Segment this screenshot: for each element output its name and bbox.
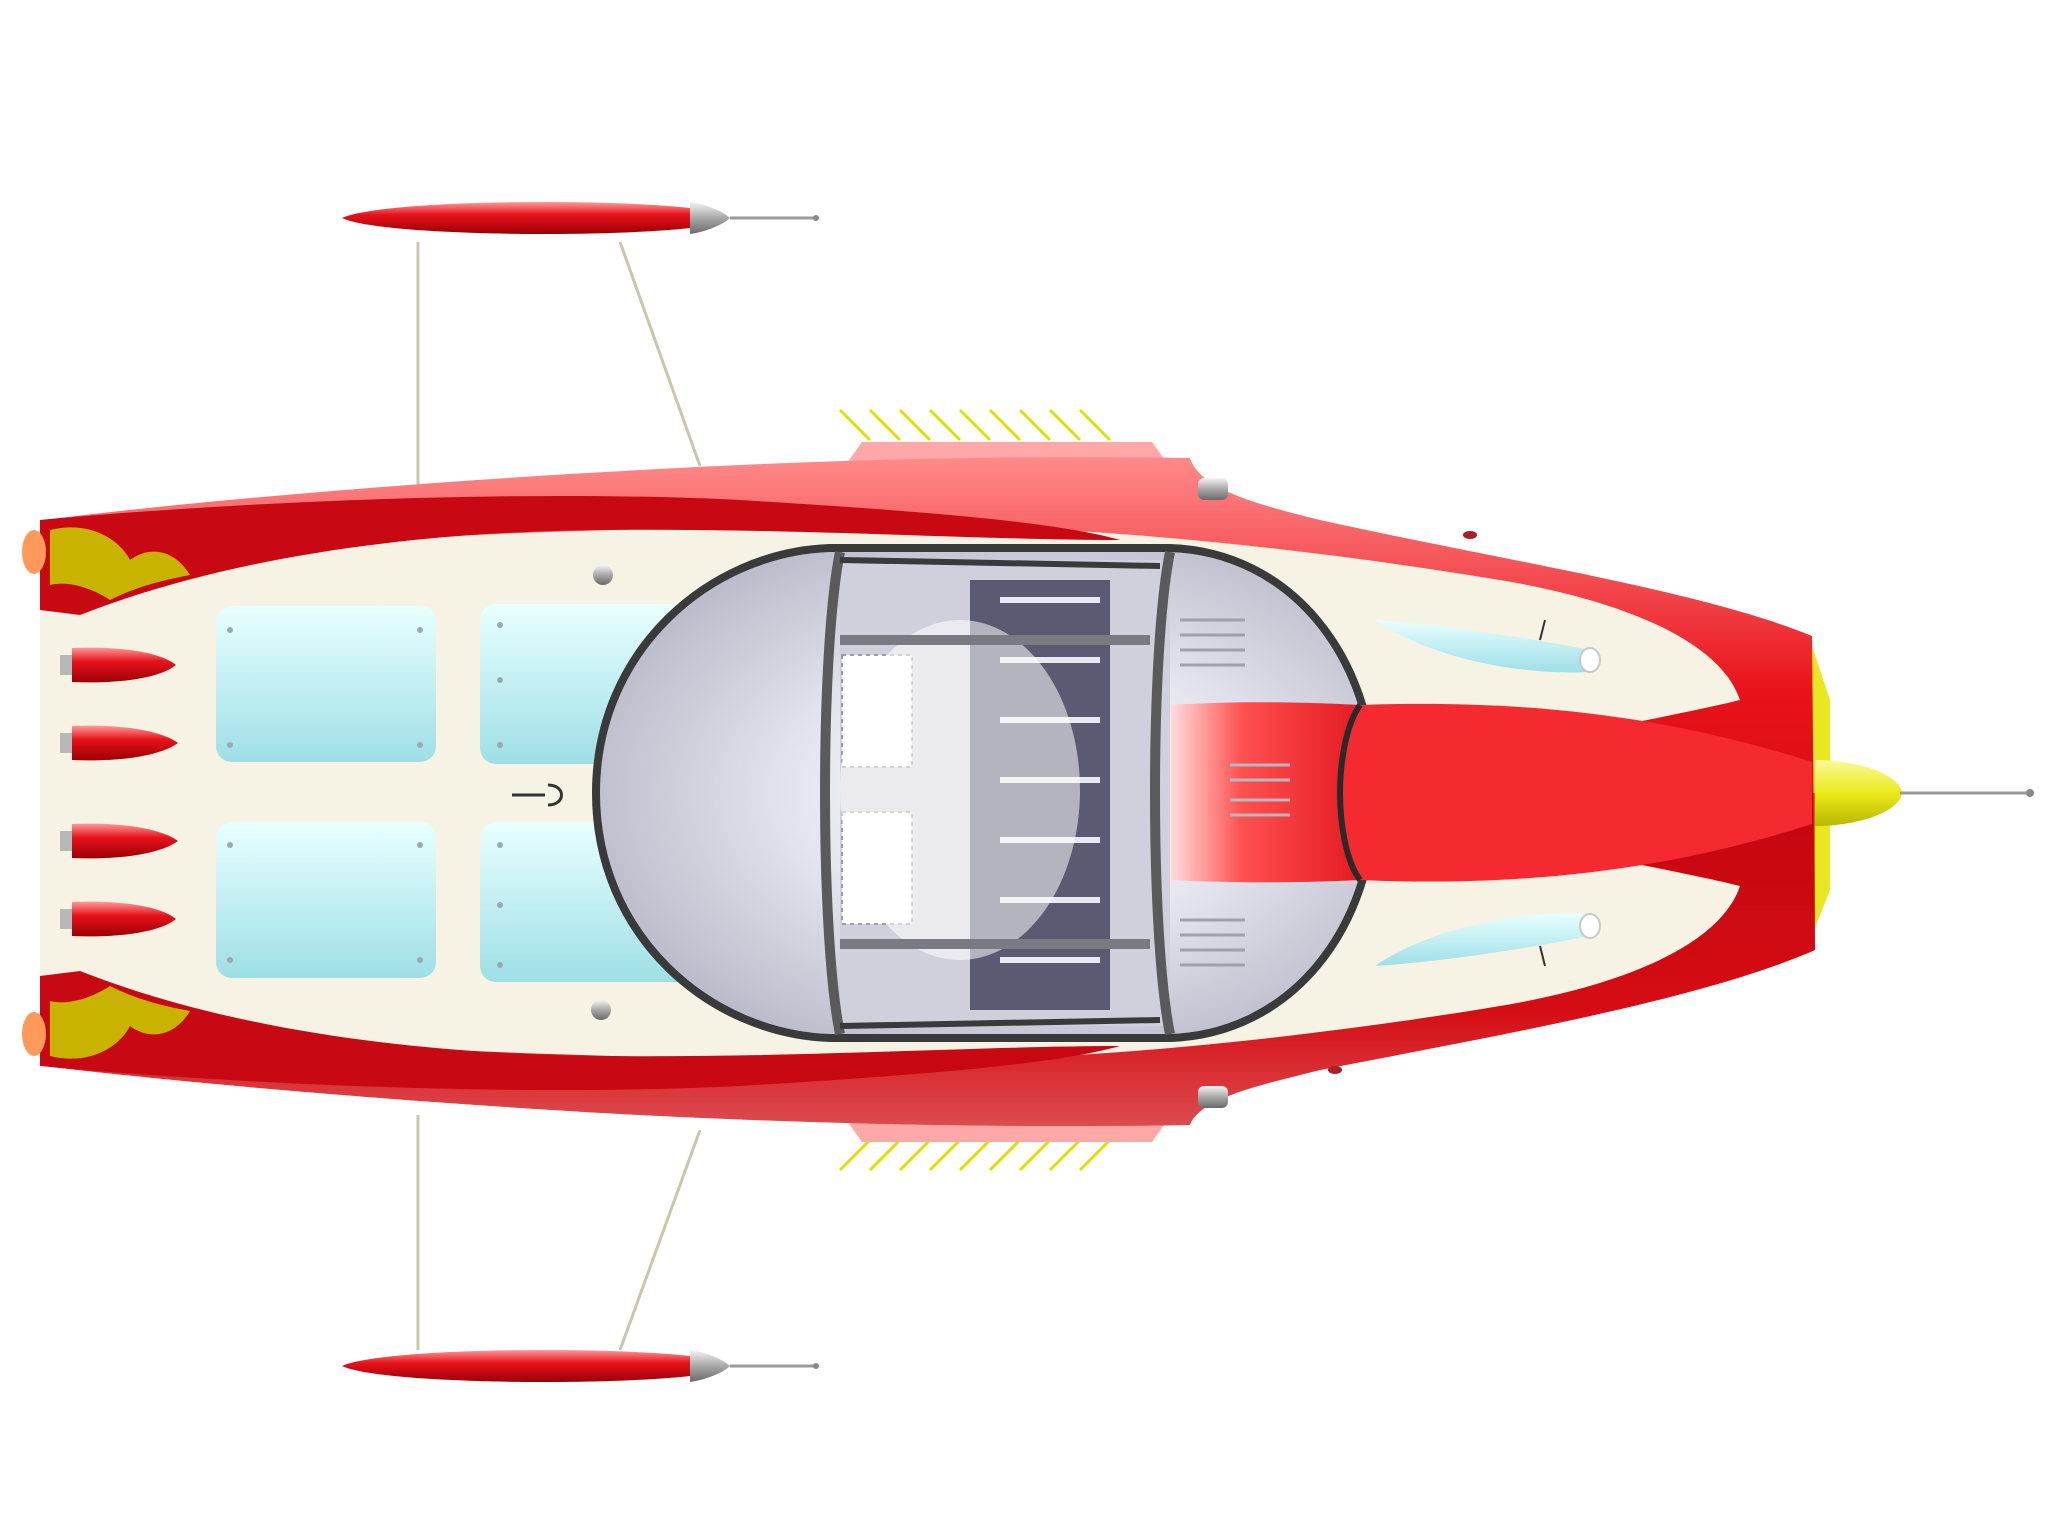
- flame-accent-bottom: [22, 986, 190, 1059]
- deck-knob-bottom: [591, 1000, 611, 1020]
- vent-lines-bottom: [838, 1138, 1112, 1172]
- deck-knob-top: [593, 565, 613, 585]
- side-fitting-bottom: [1198, 1086, 1228, 1108]
- side-fitting-top: [1198, 478, 1228, 500]
- exhaust-pipe-3: [60, 823, 178, 859]
- side-pod-bottom: [1375, 913, 1601, 967]
- spine: [1170, 702, 1375, 883]
- exhaust-pipe-1: [60, 647, 176, 683]
- exhaust-pipes: [60, 647, 178, 937]
- deck-hook-icon: [512, 783, 563, 807]
- side-strake-bottom: [40, 971, 1120, 1091]
- deck-panel-3: [216, 822, 436, 978]
- vent-lines-top: [838, 408, 1112, 442]
- wing-pod-top: [342, 202, 819, 234]
- wing-pod-bottom: [342, 1350, 819, 1382]
- nose-cone: [1810, 640, 2034, 940]
- wing-struts: [416, 241, 702, 1351]
- flame-accent-top: [22, 527, 190, 600]
- exhaust-pipe-2: [60, 725, 178, 761]
- deck-panel-1: [216, 606, 436, 762]
- exhaust-pipe-4: [60, 901, 176, 937]
- side-pod-top: [1375, 619, 1601, 673]
- spine-front: [1340, 703, 1812, 882]
- canopy: [591, 544, 1380, 1042]
- side-strake-top: [40, 495, 1120, 615]
